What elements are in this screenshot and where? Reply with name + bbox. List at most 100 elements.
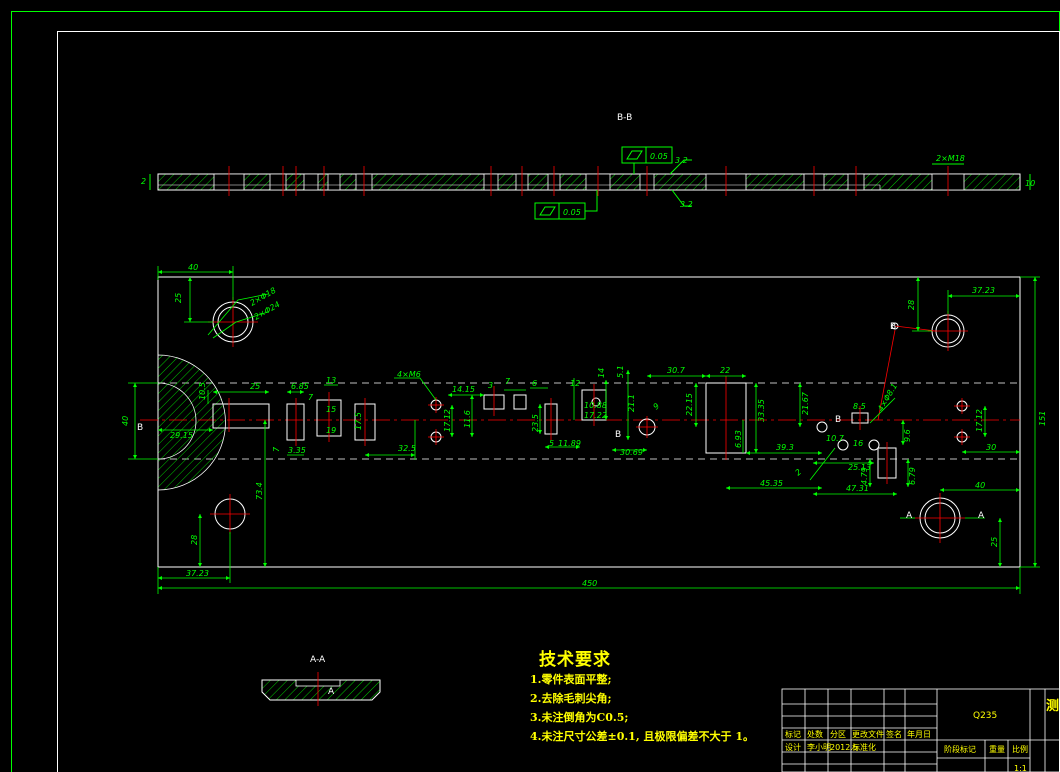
tb-header-2: 分区 <box>830 730 846 739</box>
dim-39.3: 39.3 <box>776 443 794 452</box>
dim-25.13: 25.13 <box>848 463 871 472</box>
title-block-text: 标记 处数 分区 更改文件 签名 年月日 设计 李小明 2012.5 标准化 阶… <box>785 729 1028 772</box>
dim-12: 12 <box>570 379 580 388</box>
dim-16: 16 <box>853 439 863 448</box>
dim-4xM6: 4×M6 <box>397 370 421 379</box>
note-item-3: 3.未注倒角为C0.5; <box>530 711 629 724</box>
thickness-left: 2 <box>141 177 146 186</box>
dim-28-top: 28 <box>907 300 916 310</box>
label-b-left: B <box>137 423 143 433</box>
dim-9: 9 <box>652 401 662 411</box>
plan-view: 40 25 2×Φ18 2×Φ24 4×M6 28 37.23 40 151 4… <box>121 263 1047 594</box>
slot-callout: 2×M18 <box>936 154 965 163</box>
dim-25: 25 <box>174 293 183 303</box>
dim-151: 151 <box>1038 411 1047 426</box>
section-bb-view: B-B <box>141 113 1035 220</box>
note-item-2: 2.去除毛刺尖角; <box>530 692 612 705</box>
section-aa-label: A-A <box>310 655 326 665</box>
dim-30.7: 30.7 <box>667 366 686 375</box>
dim-17.5: 17.5 <box>354 412 363 430</box>
dim-40-left: 40 <box>121 416 130 426</box>
dim-23.5: 23.5 <box>531 414 540 432</box>
roughness-bottom: 3.2 <box>680 200 693 209</box>
dim-6.93: 6.93 <box>734 430 743 448</box>
title-block <box>781 688 1060 772</box>
dim-11.89: 11.89 <box>558 439 581 448</box>
dim-30.69: 30.69 <box>620 448 643 457</box>
dim-25-right: 25 <box>990 537 999 547</box>
dim-2: 2 <box>794 467 804 477</box>
dim-7: 7 <box>308 393 314 402</box>
dim-10.5: 10.5 <box>198 382 207 400</box>
dim-17.22: 17.22 <box>584 411 607 420</box>
dim-14.15: 14.15 <box>452 385 475 394</box>
dim-14: 14 <box>597 368 606 378</box>
dim-6.79: 6.79 <box>908 467 917 485</box>
tb-scale: 比例 <box>1012 744 1028 754</box>
dim-40-right: 40 <box>975 481 985 490</box>
flatness-top-value: 0.05 <box>650 152 668 161</box>
dim-28-bottom: 28 <box>190 535 199 545</box>
tb-header-4: 签名 <box>886 729 902 739</box>
label-a-left: A <box>906 511 913 521</box>
dim-7-b: 7 <box>505 377 511 386</box>
dim-5: 5 <box>549 439 554 448</box>
dim-13: 13 <box>326 376 336 385</box>
tb-scale-value: 1:1 <box>1014 764 1027 772</box>
dim-19: 19 <box>326 426 336 435</box>
dim-17.12: 17.12 <box>443 409 452 432</box>
tb-title-fragment: 测 <box>1046 698 1059 714</box>
technical-requirements: 技术要求 1.零件表面平整; 2.去除毛刺尖角; 3.未注倒角为C0.5; 4.… <box>530 645 754 746</box>
dim-73.4: 73.4 <box>255 482 264 500</box>
dim-450: 450 <box>582 579 597 588</box>
dim-30-right: 30 <box>986 443 996 452</box>
note-item-1: 1.零件表面平整; <box>530 673 612 686</box>
dim-9.6: 9.6 <box>903 429 912 442</box>
dim-5.1: 5.1 <box>616 365 625 378</box>
dim-32.5: 32.5 <box>398 444 416 453</box>
dim-22: 22 <box>720 366 730 375</box>
tb-header-0: 标记 <box>785 729 801 739</box>
label-b-mid: B <box>615 430 621 440</box>
label-b-right: B <box>835 415 841 425</box>
dim-10.7: 10.7 <box>826 434 845 443</box>
notes-title: 技术要求 <box>539 650 611 670</box>
dim-29.15: 29.15 <box>170 431 193 440</box>
dim-3.35: 3.35 <box>288 446 306 455</box>
tb-header-1: 处数 <box>807 729 823 739</box>
flatness-bottom-value: 0.05 <box>563 208 581 217</box>
dim-4.79: 4.79 <box>860 467 869 485</box>
dim-37.23-top: 37.23 <box>972 286 995 295</box>
dim-4xphi8.1: 4×Φ8.1 <box>876 382 899 413</box>
tb-date: 2012.5 <box>830 743 858 752</box>
dim-15: 15 <box>326 405 336 414</box>
dim-21.1: 21.1 <box>627 394 636 412</box>
dim-6: 6 <box>532 379 537 388</box>
tb-weight: 重量 <box>989 744 1005 754</box>
dim-17.12-right: 17.12 <box>975 409 984 432</box>
dim-7-low: 7 <box>272 446 281 452</box>
section-aa-view: A-A A <box>261 655 381 706</box>
dim-6.85: 6.85 <box>291 382 309 391</box>
label-a-aa: A <box>328 687 335 697</box>
dim-47.31: 47.31 <box>846 484 869 493</box>
dim-33.35: 33.35 <box>757 399 766 422</box>
dim-21.67: 21.67 <box>801 391 810 415</box>
label-a-right: A <box>978 511 985 521</box>
note-item-4: 4.未注尺寸公差±0.1, 且极限偏差不大于 1。 <box>530 730 754 743</box>
tb-design-label: 设计 <box>785 742 801 752</box>
dim-11.6: 11.6 <box>463 410 472 428</box>
roughness-top: 3.2 <box>675 156 688 165</box>
tb-material: Q235 <box>973 711 997 721</box>
dim-37.23-bottom: 37.23 <box>186 569 209 578</box>
label-b-top: B <box>890 322 896 332</box>
thickness-right: 10 <box>1025 179 1035 188</box>
tb-header-3: 更改文件 <box>852 729 884 739</box>
dim-10.88: 10.88 <box>584 401 607 410</box>
dim-40-top: 40 <box>188 263 198 272</box>
dim-3: 3 <box>488 381 493 390</box>
dim-8.5: 8.5 <box>853 402 866 411</box>
dim-22.15: 22.15 <box>685 393 694 416</box>
tb-stage-marks: 阶段标记 <box>944 744 976 754</box>
